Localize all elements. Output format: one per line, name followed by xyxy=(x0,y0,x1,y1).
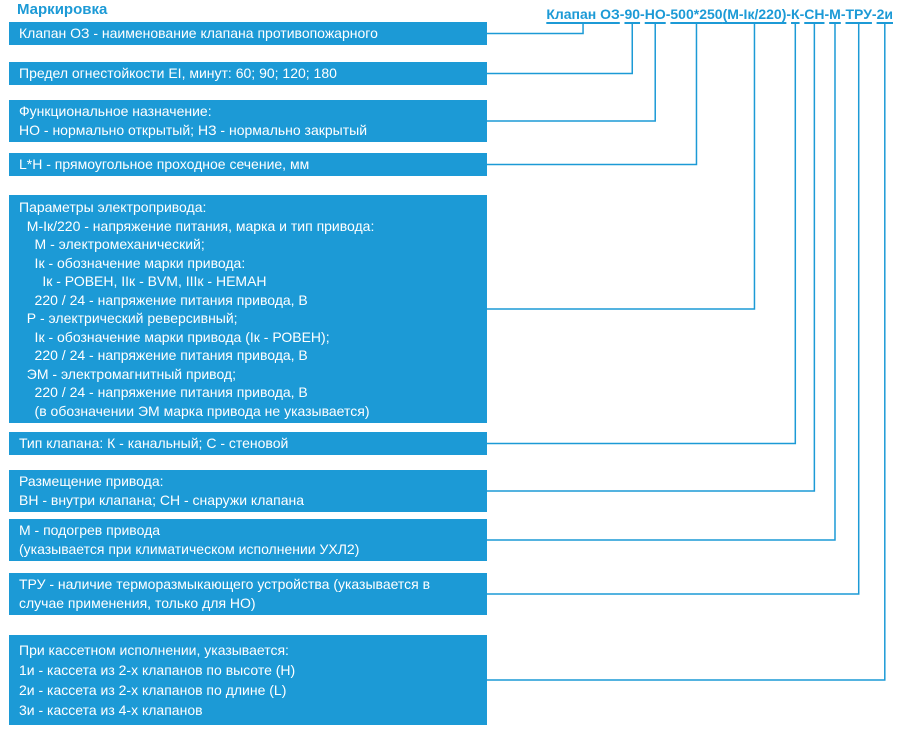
info-box-valve-name: Клапан ОЗ - наименование клапана противо… xyxy=(9,22,487,45)
info-box-cross-section: L*H - прямоугольное проходное сечение, м… xyxy=(9,153,487,176)
info-box-line: 1и - кассета из 2-х клапанов по высоте (… xyxy=(19,662,296,678)
info-box-line: М - подогрев привода xyxy=(19,522,161,538)
info-box-line: (в обозначении ЭМ марка привода не указы… xyxy=(19,402,370,419)
code-segment-actuator-params: (М-Iк/220) xyxy=(722,6,787,22)
code-segment-cross-section: 500*250 xyxy=(670,6,723,22)
code-separator: - xyxy=(640,6,645,22)
info-box-line: 220 / 24 - напряжение питания привода, В xyxy=(19,384,308,400)
info-box-line: 2и - кассета из 2-х клапанов по длине (L… xyxy=(19,682,287,698)
info-box-line: (указывается при климатическом исполнени… xyxy=(19,541,360,557)
info-box-line: М-Iк/220 - напряжение питания, марка и т… xyxy=(19,217,375,234)
info-box-actuator-placement: Размещение привода: ВН - внутри клапана; … xyxy=(9,470,487,512)
info-box-line: ТРУ - наличие терморазмыкающего устройст… xyxy=(19,576,431,592)
info-box-line: Iк - РОВЕН, IIк - BVM, IIIк - НЕМАН xyxy=(19,273,267,289)
info-box-line: ВН - внутри клапана; СН - снаружи клапан… xyxy=(19,492,305,508)
page-title: Маркировка xyxy=(17,1,108,18)
code-segment-thermal-release: ТРУ xyxy=(845,6,872,22)
code-separator: - xyxy=(619,6,625,22)
info-box-line: М - электромеханический; xyxy=(19,236,205,252)
info-box-line: ЭМ - электромагнитный привод; xyxy=(19,365,236,382)
info-box-line: Функциональное назначение: xyxy=(19,103,212,119)
info-box-valve-type: Тип клапана: К - канальный; С - стеновой xyxy=(9,432,487,455)
code-separator: - xyxy=(840,6,846,22)
code-segment-functional-purpose: НО xyxy=(644,6,666,22)
info-box-line: Клапан ОЗ - наименование клапана противо… xyxy=(19,25,378,41)
info-box-line: Iк - обозначение марки привода (Iк - РОВ… xyxy=(19,328,330,345)
info-box-actuator-params: Параметры электропривода: М-Iк/220 - нап… xyxy=(9,195,487,423)
info-box-fire-resistance: Предел огнестойкости EI, минут: 60; 90; … xyxy=(9,62,487,85)
info-box-actuator-heating: М - подогрев привода (указывается при кли… xyxy=(9,519,487,561)
info-box-thermal-release: ТРУ - наличие терморазмыкающего устройст… xyxy=(9,573,487,615)
info-box-line: Размещение привода: xyxy=(19,473,164,489)
code-segment-cassette-design: 2и xyxy=(876,6,893,22)
code-segment-fire-resistance: 90 xyxy=(624,6,641,22)
info-box-functional-purpose: Функциональное назначение: НО - нормально… xyxy=(9,100,487,142)
code-segment-actuator-heating: М xyxy=(829,6,841,22)
info-box-line: Предел огнестойкости EI, минут: 60; 90; … xyxy=(19,65,337,81)
info-box-cassette-design: При кассетном исполнении, указывается: 1и… xyxy=(9,635,487,725)
info-box-line: случае применения, только для НО) xyxy=(19,595,256,611)
code-separator: - xyxy=(799,6,805,22)
info-box-line: Iк - обозначение марки привода: xyxy=(19,254,246,271)
code-separator: - xyxy=(786,6,792,22)
code-separator: - xyxy=(665,6,671,22)
code-separator: - xyxy=(871,6,877,22)
info-box-line: При кассетном исполнении, указывается: xyxy=(19,642,289,658)
info-box-line: 3и - кассета из 4-х клапанов xyxy=(19,702,203,718)
code-segment-valve-name: Клапан ОЗ xyxy=(546,6,620,22)
info-box-line: НО - нормально открытый; НЗ - нормально … xyxy=(19,122,368,138)
info-box-line: 220 / 24 - напряжение питания привода, В xyxy=(19,291,308,308)
info-box-line: Тип клапана: К - канальный; С - стеновой xyxy=(19,435,289,451)
code-segment-actuator-placement: СН xyxy=(804,6,825,22)
info-box-line: Параметры электропривода: xyxy=(19,199,207,215)
info-box-line: L*H - прямоугольное проходное сечение, м… xyxy=(19,156,310,172)
info-box-line: Р - электрический реверсивный; xyxy=(19,310,238,326)
info-box-line: 220 / 24 - напряжение питания привода, В xyxy=(19,347,308,363)
code-separator: - xyxy=(824,6,830,22)
code-segment-valve-type: К xyxy=(791,6,800,22)
marking-code: Клапан ОЗ-90-НО-500*250(М-Iк/220)-К-СН-М… xyxy=(546,6,893,22)
